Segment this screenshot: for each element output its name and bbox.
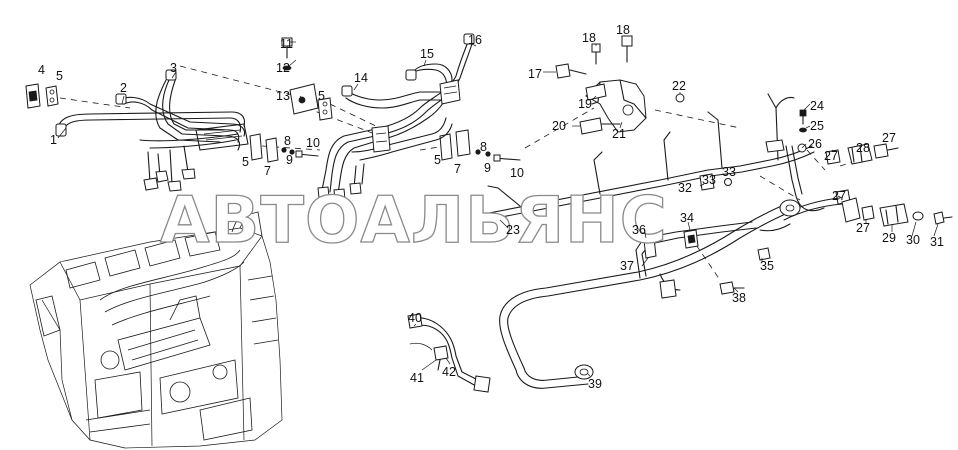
callout-37: 37: [620, 259, 634, 273]
callout-9-a: 9: [286, 153, 293, 167]
clamp-4-5-left: [25, 83, 59, 109]
callout-17: 17: [528, 67, 542, 81]
callout-33-b: 33: [722, 165, 736, 179]
right-fittings: [783, 109, 953, 227]
callout-5-b: 5: [318, 89, 325, 103]
callout-40: 40: [408, 311, 422, 325]
callout-3: 3: [170, 61, 177, 75]
callout-4: 4: [38, 63, 45, 77]
small-pipe-40: [407, 313, 491, 393]
callout-14: 14: [354, 71, 368, 85]
callout-21: 21: [612, 127, 626, 141]
clamp-group-center: [439, 129, 521, 162]
leader-lines: [57, 35, 939, 377]
callout-38: 38: [732, 291, 746, 305]
callout-13: 13: [276, 89, 290, 103]
callout-1: 1: [50, 133, 57, 147]
injection-pipe-bundle-center: [317, 33, 475, 201]
callout-7-b: 7: [454, 162, 461, 176]
callout-39: 39: [588, 377, 602, 391]
clamp-group-left: [249, 133, 319, 163]
callout-8-a: 8: [284, 134, 291, 148]
callout-2: 2: [120, 81, 127, 95]
callout-9-b: 9: [484, 161, 491, 175]
callout-5-d: 5: [434, 153, 441, 167]
callout-7-a: 7: [264, 164, 271, 178]
callout-labels: 1 2 3 4 5 5 5 5 7 7 8 8 9 9 10 10 11 12 …: [38, 23, 944, 391]
bracket-assembly-13: [281, 37, 333, 121]
callout-24: 24: [810, 99, 824, 113]
callout-42: 42: [442, 365, 456, 379]
return-pipe-39: [499, 173, 801, 389]
injection-pipe-bundle-left: [55, 69, 249, 192]
callout-10-a: 10: [306, 136, 320, 150]
callout-31: 31: [930, 235, 944, 249]
callout-11: 11: [280, 37, 293, 51]
callout-20: 20: [552, 119, 566, 133]
callout-25: 25: [810, 119, 824, 133]
callout-27-c: 27: [832, 189, 846, 203]
engine-block: [29, 211, 283, 449]
callout-36: 36: [632, 223, 646, 237]
callout-35: 35: [760, 259, 774, 273]
callout-27-d: 27: [856, 221, 870, 235]
callout-22: 22: [672, 79, 686, 93]
bracket-assembly-21: [555, 35, 685, 135]
callout-16: 16: [468, 33, 482, 47]
callout-19: 19: [578, 97, 592, 111]
callout-18-b: 18: [616, 23, 630, 37]
callout-8-b: 8: [480, 140, 487, 154]
callout-28: 28: [856, 141, 870, 155]
watermark-text: АВТОАЛЬЯНС: [160, 184, 668, 258]
callout-32: 32: [678, 181, 692, 195]
callout-26: 26: [808, 137, 822, 151]
callout-33-a: 33: [702, 173, 716, 187]
callout-18-a: 18: [582, 31, 596, 45]
callout-27-a: 27: [882, 131, 896, 145]
callout-12: 12: [276, 61, 290, 75]
callout-15: 15: [420, 47, 434, 61]
callout-29: 29: [882, 231, 896, 245]
callout-27-b: 27: [824, 149, 838, 163]
main-harness-pipe: [483, 93, 825, 221]
callout-10-b: 10: [510, 166, 524, 180]
callout-5-c: 5: [242, 155, 249, 169]
callout-30: 30: [906, 233, 920, 247]
callout-23: 23: [506, 223, 520, 237]
callout-34: 34: [680, 211, 694, 225]
callout-5-a: 5: [56, 69, 63, 83]
callout-41: 41: [410, 371, 424, 385]
